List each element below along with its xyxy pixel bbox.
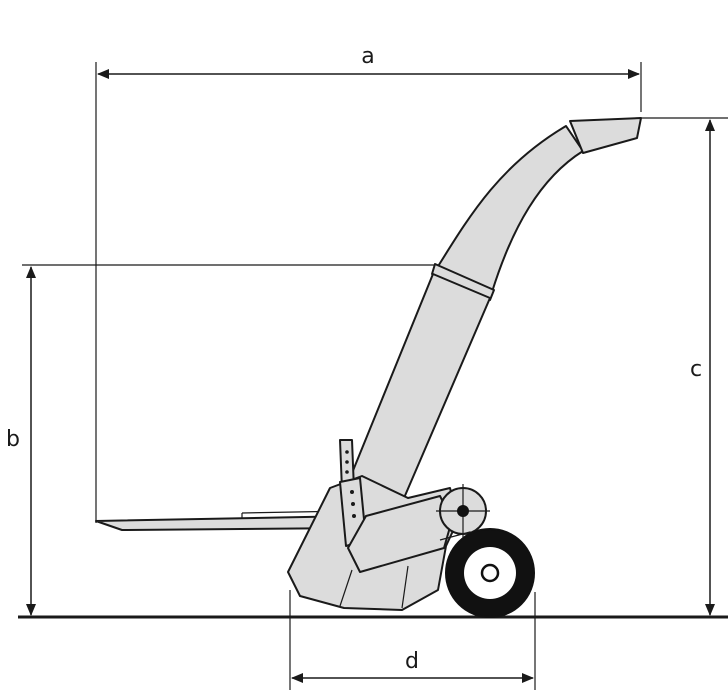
wheel [439, 528, 535, 618]
dimension-a: a [95, 44, 642, 523]
dimension-c-label: c [690, 357, 702, 382]
chute-upper-section [436, 125, 584, 293]
dimension-c: c [641, 117, 728, 616]
harvester-machine [95, 117, 642, 618]
drive-pulley [436, 484, 490, 538]
dimension-a-label: a [361, 44, 374, 69]
dimension-d: d [289, 590, 536, 690]
gearbox-cover [347, 495, 453, 573]
dimension-b-label: b [6, 427, 20, 452]
dimension-b: b [6, 264, 440, 616]
chute-deflector [569, 117, 642, 154]
chute-lower-section [349, 273, 491, 499]
dimension-d-label: d [405, 649, 419, 674]
